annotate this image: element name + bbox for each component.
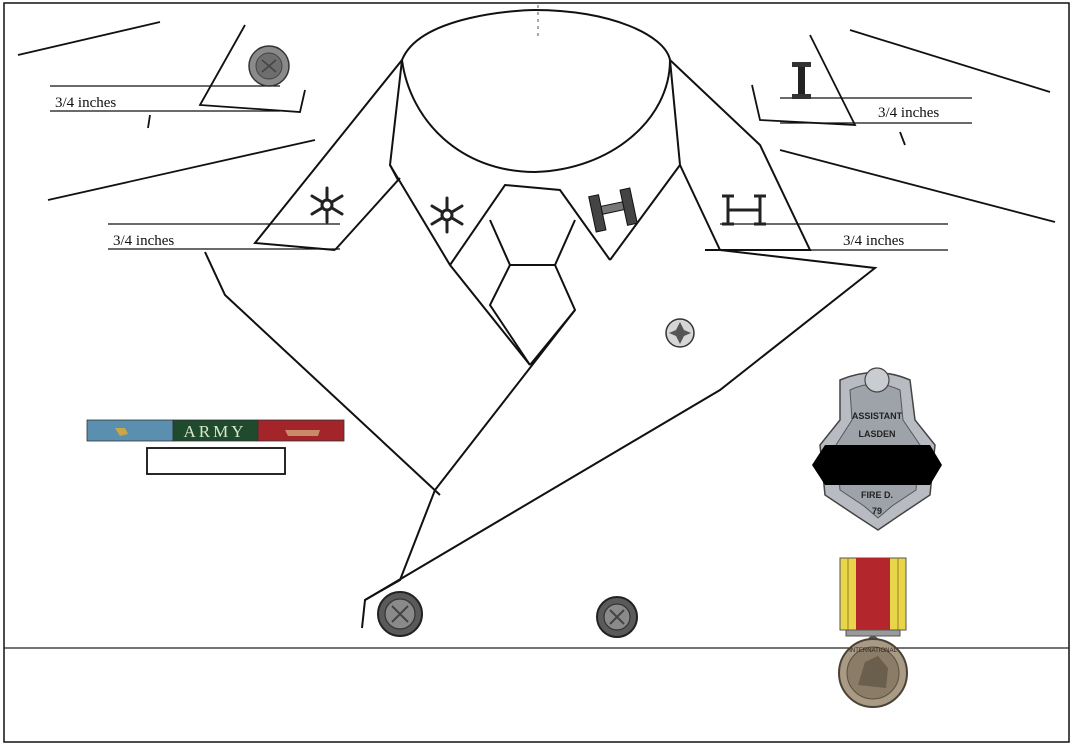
ribbon-segment-blue [87,420,173,441]
medal-rim-text: INTERNATIONAL [849,648,897,654]
badge-bottom-text: FIRE D. [861,490,893,500]
badge-city-text: LASDEN [858,429,895,439]
badge-number: 79 [872,506,882,516]
ribbon-device-right-icon [285,430,320,436]
shoulder-button [249,46,289,86]
badge-redaction-bar [812,445,942,485]
badge-top-text: ASSISTANT [852,411,903,421]
service-medal: INTERNATIONAL [839,558,907,707]
uniform-button-left [378,592,422,636]
measure-label-top-right: 3/4 inches [878,105,939,121]
measure-label-collar-right: 3/4 inches [843,233,904,249]
uniform-button-right [597,597,637,637]
badge-crest-icon [865,368,889,392]
nameplate-outline [147,448,285,474]
pocket-maltese-cross [666,319,694,347]
army-ribbon: ARMY [87,420,344,441]
measure-label-top-left: 3/4 inches [55,95,116,111]
medal-ribbon-red [856,558,890,630]
ribbon-text: ARMY [183,422,246,441]
measure-label-collar-left: 3/4 inches [113,233,174,249]
